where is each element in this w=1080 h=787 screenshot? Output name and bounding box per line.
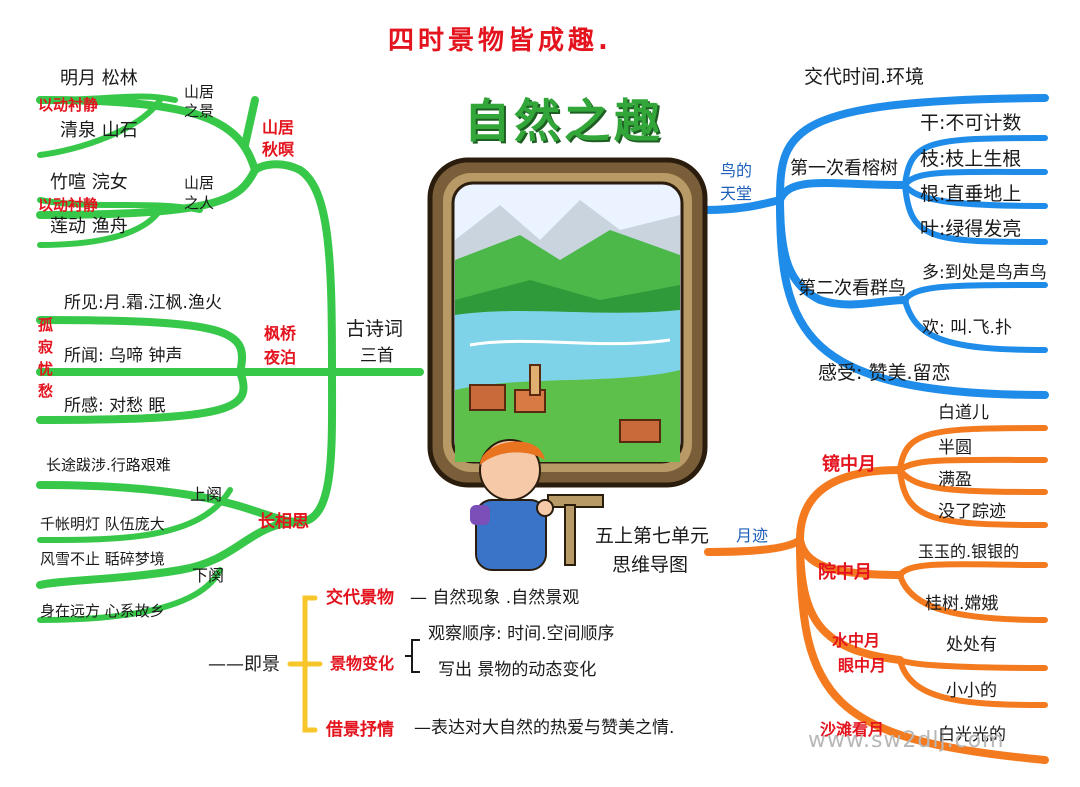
shanju-scene-line1: 山居 [184, 83, 215, 101]
shanju-scene-line2: 之景 [184, 102, 215, 120]
shanju-scene-items-1: 明月 松林 [60, 68, 138, 89]
yueji-label: 月迹 [736, 526, 769, 545]
yueji-shui-item-1: 处处有 [946, 635, 997, 655]
fengqiao-tag-1: 孤 [38, 316, 54, 334]
niao-intro: 交代时间.环境 [804, 66, 925, 88]
yueji-shui-line2: 眼中月 [838, 656, 887, 675]
jijing-b3: 借景抒情 [326, 720, 394, 740]
jijing-b2: 景物变化 [330, 654, 395, 673]
yueji-jing-item-4: 没了踪迹 [938, 502, 1006, 522]
blue-branches [701, 94, 1049, 399]
niao-first-item-3: 根:直垂地上 [920, 183, 1022, 205]
jijing-b3-text: —表达对大自然的热爱与赞美之情. [414, 718, 675, 738]
shanju-scene-items-2: 清泉 山石 [60, 120, 138, 141]
niao-second: 第二次看群鸟 [798, 278, 906, 299]
yueji-jing-item-2: 半圆 [938, 438, 972, 458]
fengqiao-felt: 所感: 对愁 眠 [64, 396, 166, 416]
niao-first: 第一次看榕树 [790, 158, 898, 179]
center-subtitle-line2: 思维导图 [612, 554, 689, 576]
orange-branches [704, 466, 1049, 764]
watermark: www.sw2dlj.com [808, 728, 1005, 753]
changxiang-lower-1: 风雪不止 聒碎梦境 [40, 550, 165, 568]
yueji-shui-item-2: 小小的 [946, 681, 997, 701]
fengqiao-name-line2: 夜泊 [264, 348, 297, 367]
yueji-yuan-item-1: 玉玉的.银银的 [918, 542, 1020, 561]
shanju-people-line1: 山居 [184, 174, 215, 192]
center-subtitle-line1: 五上第七单元 [595, 525, 710, 547]
yueji-jing: 镜中月 [822, 454, 876, 475]
black-bracket [405, 639, 420, 673]
niao-feeling: 感受: 赞美.留恋 [818, 362, 951, 384]
niao-first-item-2: 枝:枝上生根 [920, 148, 1022, 170]
yellow-bracket [287, 595, 323, 733]
changxiang-upper-1: 长途跋涉.行路艰难 [46, 456, 171, 474]
orange-leaf-branches [897, 425, 1048, 708]
jijing-b1: 交代景物 [326, 588, 394, 608]
niao-second-item-1: 多:到处是鸟声鸟 [922, 263, 1047, 283]
jijing-label: ——即景 [208, 654, 280, 675]
niao-first-item-1: 干:不可计数 [920, 112, 1022, 134]
shanju-people-items-1: 竹喧 浣女 [50, 172, 128, 193]
window-illustration [427, 157, 708, 571]
poems-label-line1: 古诗词 [346, 318, 404, 340]
changxiang-upper: 上阕 [190, 485, 223, 504]
shanju-people-tag: 以动衬静 [38, 196, 99, 214]
jijing-b2-item-1: 观察顺序: 时间.空间顺序 [428, 624, 615, 644]
shanju-scene-tag: 以动衬静 [38, 96, 99, 114]
niao-label-line1: 鸟的 [720, 161, 753, 180]
niao-first-item-4: 叶:绿得发亮 [920, 218, 1022, 240]
yueji-yuan: 院中月 [818, 562, 872, 583]
yueji-jing-item-1: 白道儿 [938, 403, 989, 423]
yueji-shui-line1: 水中月 [832, 631, 881, 650]
niao-label-line2: 天堂 [720, 184, 753, 203]
fengqiao-tag-2: 寂 [38, 338, 54, 356]
jijing-b2-item-2: 写出 景物的动态变化 [438, 660, 597, 680]
fengqiao-tag-3: 忧 [38, 360, 54, 378]
fengqiao-tag-4: 愁 [38, 382, 54, 400]
shanju-people-line2: 之人 [184, 194, 215, 212]
page-title: 四时景物皆成趣. [388, 26, 612, 56]
green-branches [36, 96, 424, 589]
fengqiao-heard: 所闻: 乌啼 钟声 [64, 346, 183, 366]
shanju-name-line1: 山居 [262, 118, 295, 137]
yueji-sha-item-1: 白光光的 [938, 725, 1006, 745]
yueji-sha: 沙滩看月 [820, 720, 885, 739]
green-leaf-branches [37, 93, 233, 623]
yueji-jing-item-3: 满盈 [938, 470, 972, 490]
fengqiao-name-line1: 枫桥 [264, 324, 297, 343]
shanju-name-line2: 秋暝 [262, 140, 295, 159]
yueji-yuan-item-2: 桂树.嫦娥 [925, 594, 999, 614]
fengqiao-seen: 所见:月.霜.江枫.渔火 [64, 293, 222, 313]
shanju-people-items-2: 莲动 渔舟 [50, 216, 128, 237]
center-title: 自然之趣 [464, 94, 664, 148]
changxiang-name: 长相思 [258, 512, 309, 532]
changxiang-lower-2: 身在远方 心系故乡 [40, 602, 165, 620]
changxiang-lower: 下阕 [192, 566, 225, 585]
niao-second-item-2: 欢: 叫.飞.扑 [922, 318, 1012, 338]
changxiang-upper-2: 千帐明灯 队伍庞大 [40, 515, 165, 533]
poems-label-line2: 三首 [360, 346, 394, 366]
jijing-b1-text: — 自然现象 .自然景观 [410, 588, 580, 608]
blue-leaf-branches [902, 135, 1048, 353]
